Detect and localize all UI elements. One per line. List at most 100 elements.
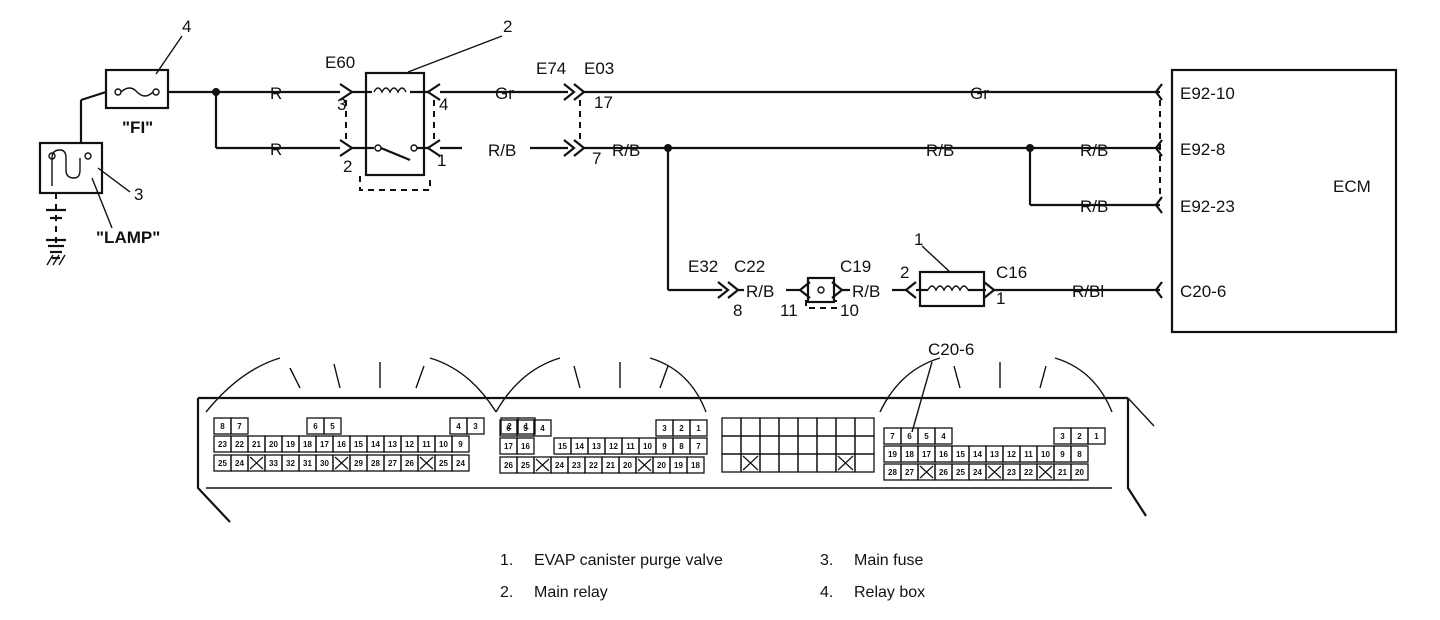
wire-r-lower: R xyxy=(270,140,282,159)
connector-c22: C22 xyxy=(734,257,765,276)
pin-number: 19 xyxy=(286,440,295,449)
cavity xyxy=(759,453,780,473)
cavity xyxy=(759,435,780,455)
pin-number: 11 xyxy=(422,440,431,449)
ecm-pin-e92-10: E92-10 xyxy=(1180,84,1235,103)
cavity xyxy=(451,435,470,453)
lamp-fuse-label: "LAMP" xyxy=(96,228,160,247)
cavity xyxy=(451,454,470,472)
cavity xyxy=(1070,463,1089,481)
legend-text: Main fuse xyxy=(854,552,924,569)
pin-number: 28 xyxy=(371,459,380,468)
blank-cavity-mark xyxy=(1038,465,1053,479)
pin-number: 33 xyxy=(269,459,278,468)
pin-number: 4 xyxy=(456,422,461,431)
pin-number: 3 xyxy=(1060,432,1065,441)
cavity xyxy=(778,417,799,437)
callout-2: 2 xyxy=(503,17,512,36)
ecm-module xyxy=(1154,68,1398,334)
pin-number: 32 xyxy=(286,459,295,468)
pin-number: 26 xyxy=(939,468,948,477)
pin-number: 10 xyxy=(439,440,448,449)
pin-number: 25 xyxy=(521,461,530,470)
wire-rb-3: R/B xyxy=(926,141,954,160)
pin-number: 23 xyxy=(1007,468,1016,477)
pin-number: 5 xyxy=(523,424,528,433)
pin-number: 8 xyxy=(679,442,684,451)
pin-number: 1 xyxy=(696,424,701,433)
cavity xyxy=(533,419,552,437)
pin-number: 20 xyxy=(1075,468,1084,477)
wire-rb-4: R/B xyxy=(1080,141,1108,160)
pin-number: 26 xyxy=(504,461,513,470)
pin-number: 19 xyxy=(888,450,897,459)
legend-num: 2. xyxy=(500,584,514,601)
pin-number: 2 xyxy=(679,424,684,433)
cavity xyxy=(740,417,761,437)
cavity xyxy=(689,419,708,437)
cavity xyxy=(1070,445,1089,463)
pin-number: 6 xyxy=(313,422,318,431)
pin-number: 11 xyxy=(626,442,635,451)
pin-number: 21 xyxy=(606,461,615,470)
blank-cavity-mark xyxy=(919,465,934,479)
pin-number: 21 xyxy=(252,440,261,449)
pin-number: 20 xyxy=(623,461,632,470)
legend-item-1: 1.EVAP canister purge valve xyxy=(500,552,723,570)
pin-number: 7 xyxy=(890,432,895,441)
legend: 1.EVAP canister purge valve 2.Main relay… xyxy=(500,550,1060,610)
pin-number: 17 xyxy=(504,442,513,451)
pin-number: 3 xyxy=(662,424,667,433)
pin-number: 13 xyxy=(388,440,397,449)
connector-e03: E03 xyxy=(584,59,614,78)
pin-number: 4 xyxy=(941,432,946,441)
main-fuse xyxy=(38,90,131,266)
pin-number: 22 xyxy=(1024,468,1033,477)
pin-number: 8 xyxy=(1077,450,1082,459)
pin-number: 15 xyxy=(956,450,965,459)
c19-pin-10: 10 xyxy=(840,301,859,320)
relay-pin-2: 2 xyxy=(343,157,352,176)
pin-number: 25 xyxy=(218,459,227,468)
wire-rb-7: R/B xyxy=(852,282,880,301)
pin-number: 17 xyxy=(320,440,329,449)
wire-gr-ecm: Gr xyxy=(970,84,989,103)
pin-number: 24 xyxy=(973,468,982,477)
pin-number: 1 xyxy=(1094,432,1099,441)
pin-number: 12 xyxy=(1007,450,1016,459)
pin-number: 11 xyxy=(1024,450,1033,459)
blank-cavity-mark xyxy=(637,458,652,472)
pin-number: 16 xyxy=(521,442,530,451)
pin-number: 10 xyxy=(643,442,652,451)
wire-rb-6: R/B xyxy=(746,282,774,301)
blank-cavity-mark xyxy=(535,458,550,472)
pin-number: 13 xyxy=(990,450,999,459)
legend-num: 4. xyxy=(820,584,834,601)
legend-num: 3. xyxy=(820,552,834,569)
relay-pin-1: 1 xyxy=(437,151,446,170)
valve-pin-2: 2 xyxy=(900,263,909,282)
pin-number: 5 xyxy=(924,432,929,441)
pin-number: 2 xyxy=(507,422,512,431)
face-label-c20-6: C20-6 xyxy=(928,340,974,359)
cavity xyxy=(835,435,856,455)
wire-rb-5: R/B xyxy=(1080,197,1108,216)
e03-pin-7: 7 xyxy=(592,149,601,168)
pin-number: 9 xyxy=(458,440,463,449)
pin-number: 16 xyxy=(337,440,346,449)
ecm-pin-c20-6: C20-6 xyxy=(1180,282,1226,301)
cavity xyxy=(686,456,705,474)
cavity xyxy=(816,417,837,437)
pin-number: 25 xyxy=(439,459,448,468)
legend-item-3: 3. Main fuse xyxy=(820,552,923,570)
fi-fuse xyxy=(104,35,183,110)
ecm-pin-e92-8: E92-8 xyxy=(1180,140,1225,159)
cavity xyxy=(835,417,856,437)
pin-number: 29 xyxy=(354,459,363,468)
blank-cavity-mark xyxy=(837,455,854,471)
blank-cavity-mark xyxy=(419,456,434,470)
pin-number: 10 xyxy=(1041,450,1050,459)
wire-r-upper: R xyxy=(270,84,282,103)
connector-e60: E60 xyxy=(325,53,355,72)
